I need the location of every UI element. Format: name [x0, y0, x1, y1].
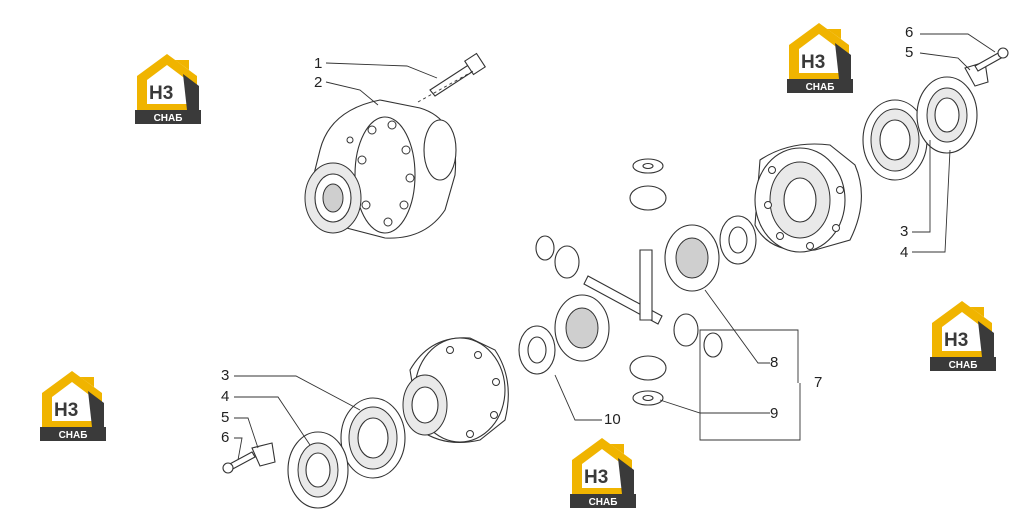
thrust-washer-right	[719, 215, 757, 265]
logo-text-big: H3	[584, 467, 608, 488]
logo-text-small: СНАБ	[589, 497, 618, 508]
bearing-left	[340, 397, 406, 479]
thrust-washer-left	[518, 325, 556, 375]
logo-text-big: H3	[54, 400, 78, 421]
callout-1: 1	[314, 55, 322, 72]
callout-7: 7	[814, 374, 822, 391]
callout-5: 5	[905, 44, 913, 61]
cross-shaft	[583, 249, 663, 325]
side-gear-left	[554, 294, 610, 362]
logo-text-big: H3	[944, 330, 968, 351]
callout-8: 8	[770, 354, 778, 371]
adjuster-ring-right	[916, 76, 978, 154]
logo-text-big: H3	[149, 83, 173, 104]
pinion-gears	[554, 185, 699, 381]
adjuster-ring-left	[287, 431, 349, 509]
callout-2: 2	[314, 74, 322, 91]
logo-text-big: H3	[801, 52, 825, 73]
pinion-washers	[535, 158, 723, 406]
callout-3: 3	[900, 223, 908, 240]
callout-3-left: 3	[221, 367, 229, 384]
logo-text-small: СНАБ	[806, 82, 835, 93]
brand-logo: H3 СНАБ	[40, 371, 106, 441]
side-gear-right	[664, 224, 720, 292]
leader-lines	[234, 33, 996, 461]
logo-text-small: СНАБ	[154, 113, 183, 124]
logo-text-small: СНАБ	[949, 360, 978, 371]
carrier-half-left	[402, 337, 509, 443]
callout-labels: 1 2 6 5 3 4 3 4 5 6 8 7 9 10	[221, 24, 913, 446]
brand-logo: H3 СНАБ	[135, 54, 201, 124]
lock-plate-and-bolt-left	[222, 442, 276, 474]
logo-text-small: СНАБ	[59, 430, 88, 441]
lock-plate-and-bolt-right	[964, 47, 1009, 87]
callout-6-left: 6	[221, 429, 229, 446]
callout-4: 4	[900, 244, 908, 261]
brand-logo: H3 СНАБ	[787, 23, 853, 93]
bearing-right	[862, 99, 928, 181]
brand-logo: H3 СНАБ	[930, 301, 996, 371]
callout-10: 10	[604, 411, 621, 428]
callout-9: 9	[770, 405, 778, 422]
callout-6: 6	[905, 24, 913, 41]
carrier-half-right	[754, 143, 862, 253]
brand-logo: H3 СНАБ	[570, 438, 636, 508]
callout-5-left: 5	[221, 409, 229, 426]
callout-4-left: 4	[221, 388, 229, 405]
assembled-differential	[304, 52, 486, 239]
